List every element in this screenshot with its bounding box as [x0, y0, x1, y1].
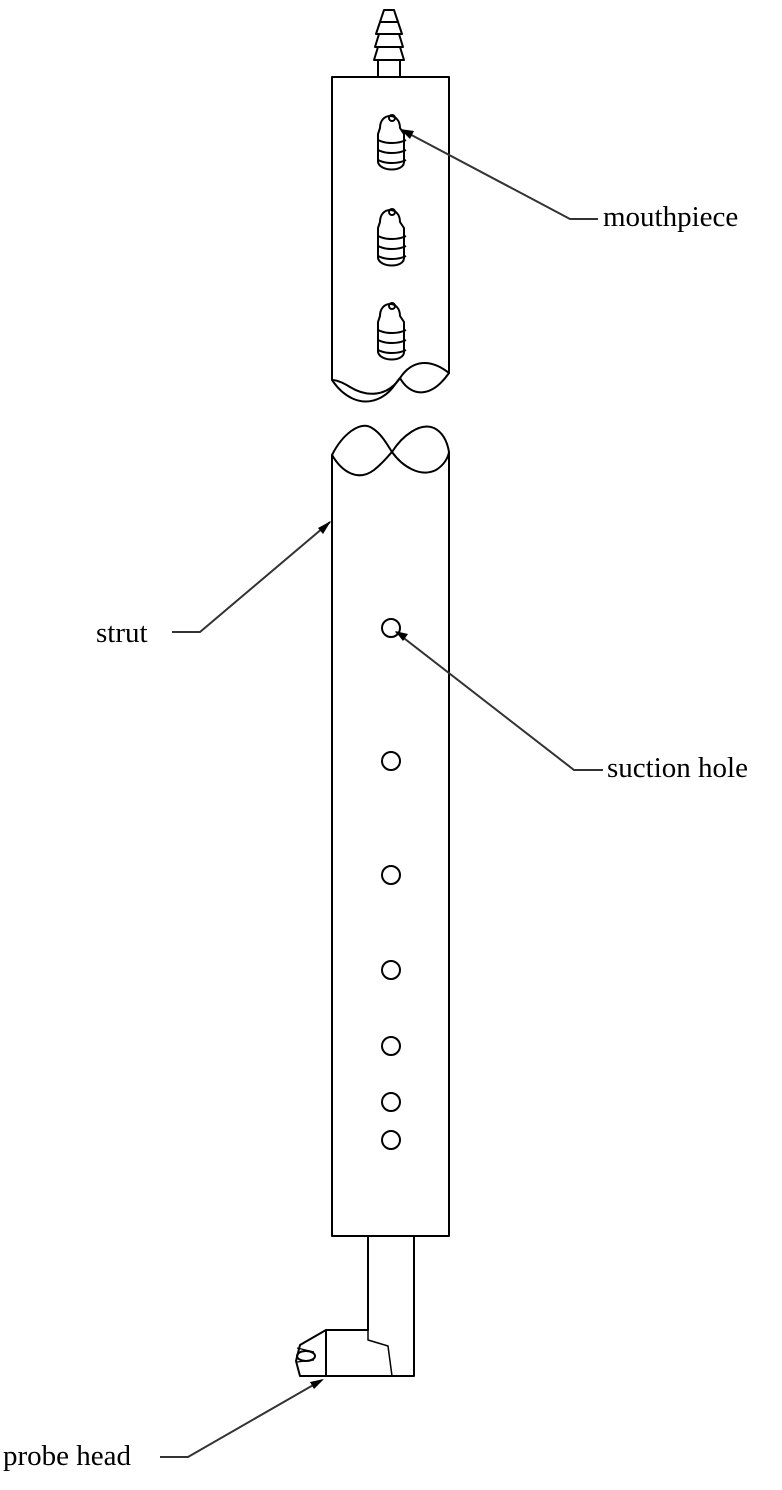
suction-hole — [381, 1130, 401, 1150]
suction-hole — [381, 751, 401, 771]
probe-head — [295, 1329, 327, 1377]
mouthpiece-1 — [377, 114, 407, 171]
suction-hole — [381, 865, 401, 885]
suction-hole-arrowhead — [395, 631, 408, 641]
strut-arrowhead — [318, 521, 331, 534]
probe-head-arrowhead — [310, 1379, 324, 1389]
strut-leader — [172, 521, 331, 633]
probe-head-leader — [160, 1379, 323, 1458]
suction-hole — [381, 1092, 401, 1112]
strut-label: strut — [96, 617, 148, 649]
mouthpiece-2 — [377, 208, 407, 267]
mouthpiece-3 — [377, 302, 407, 361]
mouthpiece-leader — [401, 129, 598, 220]
upper-break-wave — [331, 377, 401, 403]
lower-break-wave — [331, 451, 450, 477]
suction-hole — [381, 1036, 401, 1056]
suction-hole — [381, 618, 401, 638]
probe-head-label: probe head — [3, 1440, 132, 1472]
suction-hole-label: suction hole — [607, 752, 748, 784]
mouthpiece-label: mouthpiece — [603, 201, 739, 233]
mouthpiece-arrowhead — [400, 129, 414, 139]
probe-stem — [325, 1236, 415, 1377]
top-hose-barb — [373, 9, 405, 78]
upper-strut-section — [331, 76, 450, 395]
upper-break-wave-2 — [399, 372, 450, 394]
suction-hole — [381, 960, 401, 980]
lower-strut-section — [331, 425, 450, 1237]
suction-hole-leader — [395, 631, 603, 771]
